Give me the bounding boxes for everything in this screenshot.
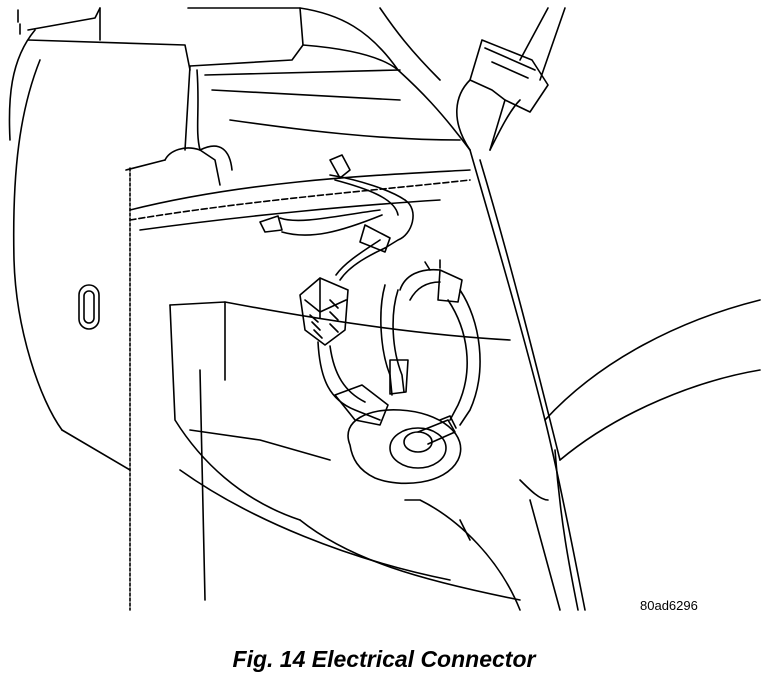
seatbelt <box>457 8 565 150</box>
wire-loop <box>318 260 480 425</box>
panel-slot <box>79 285 99 329</box>
figure-caption: Fig. 14 Electrical Connector <box>232 646 536 672</box>
wiring-harness <box>260 155 413 280</box>
right-panel-edge <box>470 150 760 610</box>
electrical-connector <box>300 278 348 345</box>
wire-clip <box>330 155 350 178</box>
figure-reference-code: 80ad6296 <box>640 598 698 613</box>
ground-terminal <box>260 216 282 232</box>
left-trim-panel <box>9 8 190 470</box>
seatbelt-buckle <box>470 40 548 112</box>
wire-sleeve <box>335 385 388 425</box>
floor-step <box>170 302 520 610</box>
grommet <box>348 410 461 484</box>
electrical-connector-illustration <box>0 0 768 630</box>
upper-trim <box>188 8 470 150</box>
floor-panel <box>126 66 470 610</box>
